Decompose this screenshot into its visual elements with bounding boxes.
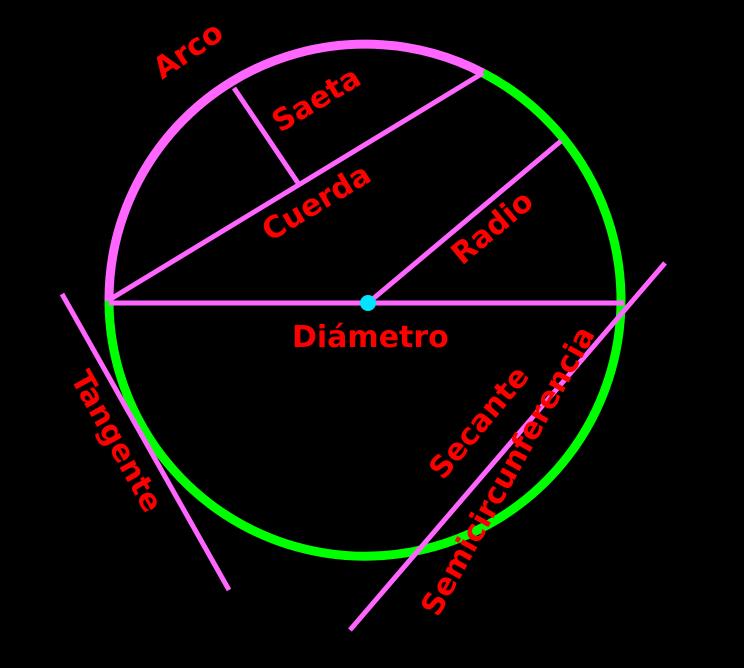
center-point	[360, 295, 376, 311]
radius-line	[366, 139, 563, 305]
tangent-line	[59, 292, 232, 592]
diameter-label: Diámetro	[292, 320, 449, 355]
arc	[104, 39, 486, 302]
chord-label: Cuerda	[256, 157, 377, 249]
sagitta-line	[231, 86, 301, 185]
sagitta-label: Saeta	[266, 60, 367, 140]
secant-line	[348, 261, 667, 632]
chord-line	[107, 70, 485, 303]
semicircumference-arc	[104, 69, 626, 561]
arc-label: Arco	[147, 15, 230, 87]
